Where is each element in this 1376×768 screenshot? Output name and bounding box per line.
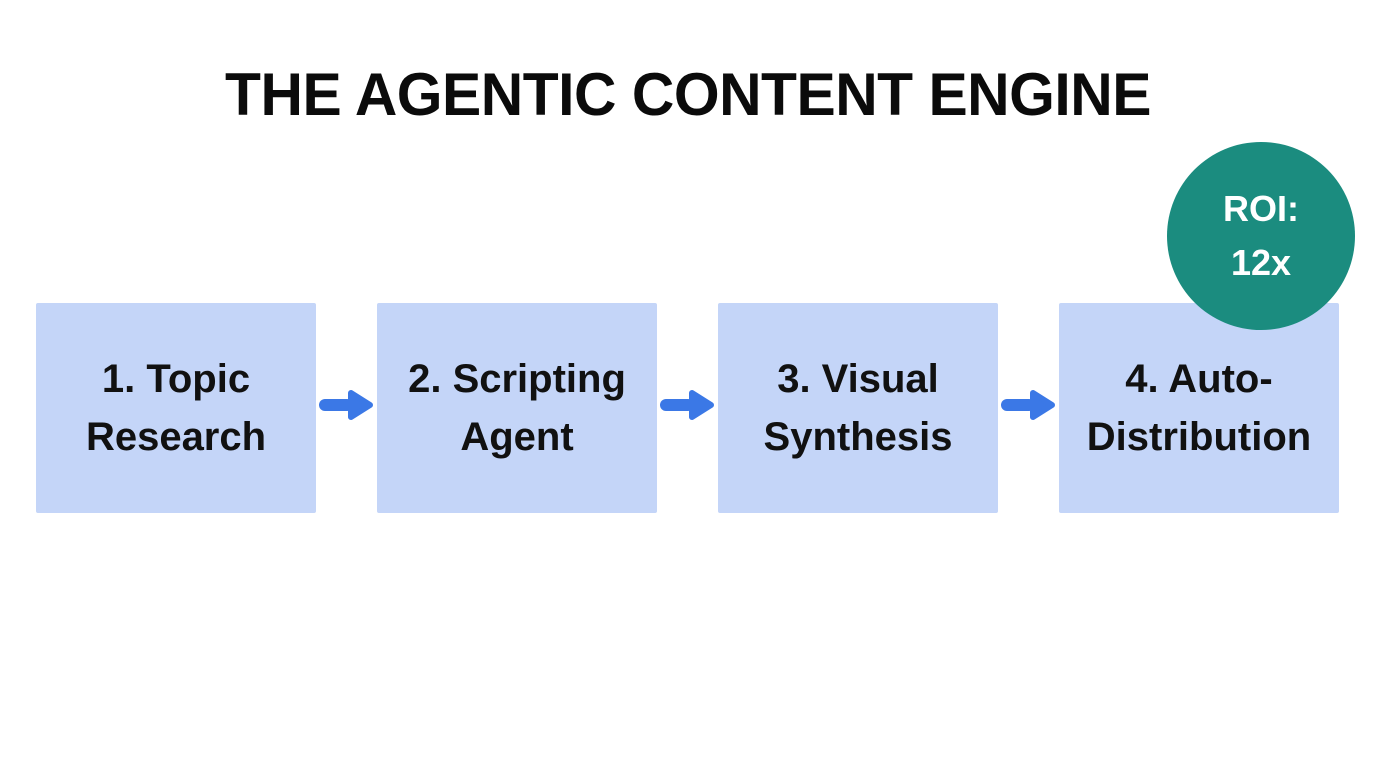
process-flow: 1. Topic Research 2. Scripting Agent 3. … (36, 303, 1339, 513)
step-label: 1. Topic Research (85, 357, 267, 459)
step-label: 3. Visual Synthesis (763, 357, 953, 459)
arrow-gap (316, 303, 377, 513)
roi-badge: ROI: 12x (1167, 142, 1355, 330)
arrow-gap (998, 303, 1059, 513)
arrow-right-icon (318, 390, 373, 420)
arrow-right-icon (659, 390, 714, 420)
arrow-right-icon (1000, 390, 1055, 420)
step-label: 2. Scripting Agent (408, 357, 626, 459)
step-label: 4. Auto-Distribution (1086, 357, 1312, 459)
arrow-gap (657, 303, 718, 513)
step-box-auto-distribution: 4. Auto-Distribution (1059, 303, 1339, 513)
roi-badge-label: ROI: (1223, 188, 1299, 229)
step-box-scripting-agent: 2. Scripting Agent (377, 303, 657, 513)
page-title: THE AGENTIC CONTENT ENGINE (225, 61, 1151, 128)
step-box-visual-synthesis: 3. Visual Synthesis (718, 303, 998, 513)
roi-badge-value: 12x (1230, 242, 1292, 283)
step-box-topic-research: 1. Topic Research (36, 303, 316, 513)
